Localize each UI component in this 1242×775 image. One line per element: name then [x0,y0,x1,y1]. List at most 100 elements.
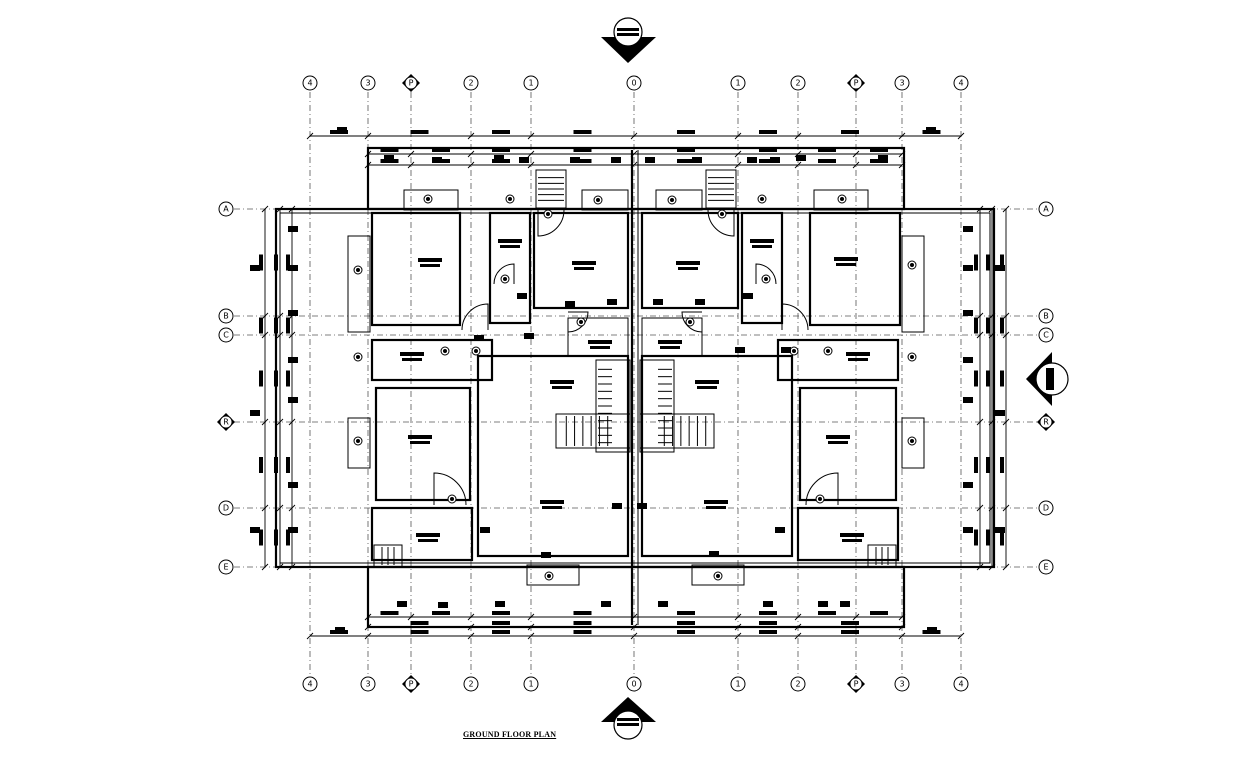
dimension-tag [474,335,484,341]
room-label-mark [400,352,424,356]
col-bubble-bottom: 1 [523,676,539,692]
dimension-tag [995,410,1005,416]
col-bubble-label: P [854,79,859,88]
dimension-tag [337,127,347,133]
col-bubble-label: 1 [528,680,533,689]
row-bubble-label: B [223,312,229,321]
row-bubble-label: C [223,331,229,340]
row-bubble-label: E [1043,563,1048,572]
room-label-mark [840,533,864,537]
section-marker-right [1026,352,1069,406]
veranda-right [796,506,900,562]
dimension-tag [963,226,973,232]
col-bubble-bottom: P [402,675,420,693]
dimension-tag [743,293,753,299]
col-bubble-label: 2 [795,680,800,689]
toilet-left [488,211,532,325]
col-bubble-bottom: 2 [463,676,479,692]
col-bubble-label: P [409,79,414,88]
room-label-mark [588,340,612,344]
dimension-tag [288,397,298,403]
col-bubble-label: 3 [899,680,904,689]
col-bubble-top: P [402,74,420,92]
col-bubble-top: 1 [730,75,746,91]
dimension-tag [645,157,655,163]
room-label-mark [826,435,850,439]
col-bubble-bottom: 3 [894,676,910,692]
dimension-tag [494,155,504,161]
bottom-projection [366,565,906,629]
room-label-mark [416,533,440,537]
dimension-tag [570,157,580,163]
dimension-tag [781,347,791,353]
dimension-tag [818,601,828,607]
col-bubble-label: 0 [631,680,636,689]
dimension-tag [963,527,973,533]
annotation-marks [250,127,1005,634]
dimension-tag [775,527,785,533]
bedroom-left-bottom [374,386,472,502]
dimension-tag [384,155,394,161]
row-bubble-left: D [218,500,234,516]
row-bubble-label: D [223,504,229,513]
room-label-mark [695,380,719,384]
row-bubble-right: A [1038,201,1054,217]
dimension-tag [695,299,705,305]
dimension-tag [288,310,298,316]
passage-left [370,338,494,382]
toilet-right [740,211,784,325]
dimension-tag [601,601,611,607]
dimension-tag [611,157,621,163]
col-bubble-top: 4 [953,75,969,91]
door-swings [433,209,839,506]
dimension-tag [288,357,298,363]
col-bubble-label: 1 [528,79,533,88]
dimension-tag [995,527,1005,533]
room-label-mark [550,380,574,384]
dimension-tag [565,301,575,307]
walls [274,146,996,629]
grid-lines [234,92,1038,675]
room-label-mark [750,239,774,243]
dimension-tag [250,265,260,271]
dimension-lines [261,132,1010,640]
dimension-tag [612,503,622,509]
row-bubble-label: B [1043,312,1049,321]
bedroom-left-top [370,211,462,327]
col-bubble-label: 2 [468,79,473,88]
dimension-tag [658,601,668,607]
col-bubble-label: 4 [958,680,963,689]
row-bubble-right: D [1038,500,1054,516]
row-bubble-label: D [1043,504,1049,513]
dimension-tag [519,157,529,163]
dimension-tag [735,347,745,353]
col-bubble-bottom: 4 [302,676,318,692]
col-bubble-top: 3 [894,75,910,91]
kitchen-left [532,211,630,310]
dimension-tag [963,265,973,271]
col-bubble-label: 1 [735,680,740,689]
col-bubble-bottom: 2 [790,676,806,692]
dimension-tag [524,333,534,339]
passage-right [776,338,900,382]
col-bubble-top: P [847,74,865,92]
plan-title: GROUND FLOOR PLAN [463,730,557,739]
dimension-tag [796,155,806,161]
dimension-tag [288,226,298,232]
dimension-tag [397,601,407,607]
col-bubble-label: 3 [365,680,370,689]
bedroom-right-top [808,211,902,327]
row-bubble-right: R [1037,413,1055,431]
dimension-tag [495,601,505,607]
stair-right [639,359,675,453]
dimension-tag [747,157,757,163]
row-bubble-label: C [1043,331,1049,340]
room-label-mark [572,261,596,265]
dimension-tag [963,357,973,363]
row-bubble-label: E [223,563,228,572]
row-bubble-left: A [218,201,234,217]
dimension-tag [963,310,973,316]
col-bubble-bottom: P [847,675,865,693]
room-label-mark [408,435,432,439]
